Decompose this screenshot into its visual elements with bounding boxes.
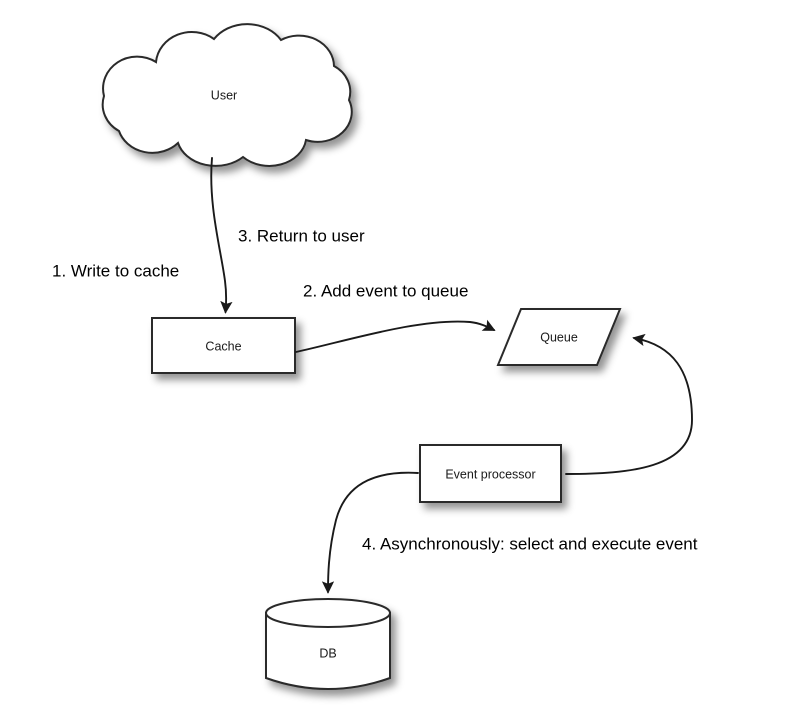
edge-cache-to-queue: [295, 319, 496, 353]
node-event-processor[interactable]: Event processor: [419, 444, 562, 503]
node-db[interactable]: DB: [265, 598, 391, 690]
step-label-4: 4. Asynchronously: select and execute ev…: [362, 534, 698, 553]
node-user-label: User: [211, 88, 237, 102]
step-label-2: 2. Add event to queue: [303, 281, 468, 300]
edge-event-processor-to-db: [321, 471, 419, 594]
node-cache-label: Cache: [205, 339, 241, 353]
node-queue[interactable]: Queue: [496, 308, 622, 366]
edge-queue-to-event-processor: [565, 333, 693, 475]
event-processor-shape: [419, 444, 562, 503]
queue-shape: [496, 308, 622, 366]
node-db-label: DB: [319, 646, 336, 660]
db-top-ellipse: [265, 598, 391, 628]
node-queue-label: Queue: [540, 330, 578, 344]
node-user[interactable]: User: [101, 23, 353, 167]
edge-user-to-cache: [210, 157, 233, 314]
cache-shape: [151, 317, 296, 374]
db-body-shape: [265, 612, 391, 690]
node-cache[interactable]: Cache: [151, 317, 296, 374]
step-label-3: 3. Return to user: [238, 226, 365, 245]
step-label-1: 1. Write to cache: [52, 261, 179, 280]
cloud-shape: [101, 23, 353, 167]
node-event-processor-label: Event processor: [445, 467, 535, 481]
